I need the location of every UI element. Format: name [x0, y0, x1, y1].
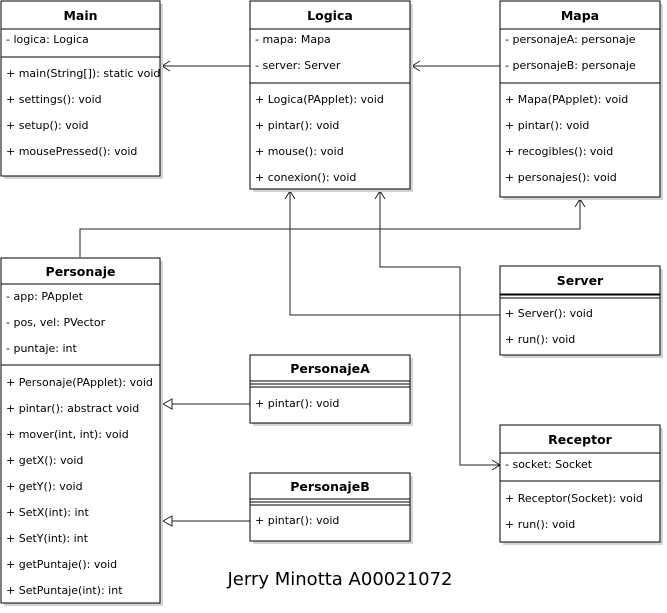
class-method: + SetX(int): int	[6, 506, 89, 519]
box-frame	[249, 472, 411, 542]
box-frame	[499, 0, 661, 198]
class-method: + pintar(): void	[255, 119, 339, 132]
class-method: + recogibles(): void	[505, 145, 613, 158]
class-method: + SetPuntaje(int): int	[6, 584, 123, 597]
class-name: Logica	[307, 8, 353, 23]
class-method: + main(String[]): static void	[6, 67, 160, 80]
box-frame	[499, 424, 661, 543]
connector-receptor-logica	[379, 191, 500, 466]
class-name: PersonajeB	[290, 479, 369, 494]
class-method: + pintar(): void	[255, 397, 339, 410]
class-box-personajeB: PersonajeB + pintar(): void	[249, 472, 413, 544]
class-name: PersonajeA	[290, 361, 370, 376]
class-method: + mover(int, int): void	[6, 428, 129, 441]
class-method: + mousePressed(): void	[6, 145, 137, 158]
inheritance-arrowhead-a	[161, 398, 173, 410]
class-box-receptor: Receptor - socket: Socket + Receptor(Socke…	[499, 424, 663, 545]
class-method: + getY(): void	[6, 480, 83, 493]
class-attribute: - mapa: Mapa	[255, 33, 331, 46]
class-attribute: - logica: Logica	[6, 33, 89, 46]
class-method: + SetY(int): int	[6, 532, 89, 545]
class-method: + Personaje(PApplet): void	[6, 376, 153, 389]
class-method: + Server(): void	[505, 307, 593, 320]
class-box-server: Server + Server(): void + run(): void	[499, 265, 663, 358]
class-attribute: - pos, vel: PVector	[6, 316, 106, 329]
class-method: + personajes(): void	[505, 171, 617, 184]
class-attribute: - socket: Socket	[505, 458, 593, 471]
class-method: + setup(): void	[6, 119, 89, 132]
class-method: + run(): void	[505, 518, 575, 531]
class-method: + getPuntaje(): void	[6, 558, 117, 571]
class-attribute: - personajeB: personaje	[505, 59, 636, 72]
class-attribute: - personajeA: personaje	[505, 33, 636, 46]
class-box-logica: Logica - mapa: Mapa - server: Server + Logi…	[249, 0, 413, 192]
class-method: + pintar(): void	[255, 514, 339, 527]
box-frame	[0, 0, 161, 177]
box-frame	[499, 265, 661, 356]
connectors-layer	[79, 60, 586, 527]
class-method: + conexion(): void	[255, 171, 356, 184]
class-name: Main	[63, 8, 97, 23]
class-method: + pintar(): abstract void	[6, 402, 139, 415]
class-name: Server	[557, 273, 604, 288]
class-method: + Logica(PApplet): void	[255, 93, 384, 106]
box-frame	[0, 257, 161, 604]
inheritance-arrowhead-b	[161, 515, 173, 527]
class-attribute: - puntaje: int	[6, 342, 77, 355]
class-method: + getX(): void	[6, 454, 83, 467]
class-attribute: - app: PApplet	[6, 290, 84, 303]
box-frame	[249, 0, 411, 190]
class-method: + run(): void	[505, 333, 575, 346]
class-box-mapa: Mapa - personajeA: personaje - personajeB:…	[499, 0, 663, 200]
class-attribute: - server: Server	[255, 59, 341, 72]
author-caption: Jerry Minotta A00021072	[227, 569, 453, 590]
class-method: + pintar(): void	[505, 119, 589, 132]
class-box-personaje: Personaje - app: PApplet - pos, vel: PVect…	[0, 257, 163, 606]
class-name: Personaje	[46, 264, 116, 279]
class-method: + Receptor(Socket): void	[505, 492, 643, 505]
box-frame	[249, 354, 411, 424]
class-box-personajeA: PersonajeA + pintar(): void	[249, 354, 413, 426]
class-method: + settings(): void	[6, 93, 102, 106]
connector-personaje-mapa	[79, 199, 581, 257]
class-name: Receptor	[548, 432, 613, 447]
class-name: Mapa	[561, 8, 599, 23]
class-method: + mouse(): void	[255, 145, 344, 158]
class-box-main: Main - logica: Logica + main(String[]): st…	[0, 0, 163, 179]
connector-server-logica	[289, 191, 500, 316]
class-method: + Mapa(PApplet): void	[505, 93, 628, 106]
